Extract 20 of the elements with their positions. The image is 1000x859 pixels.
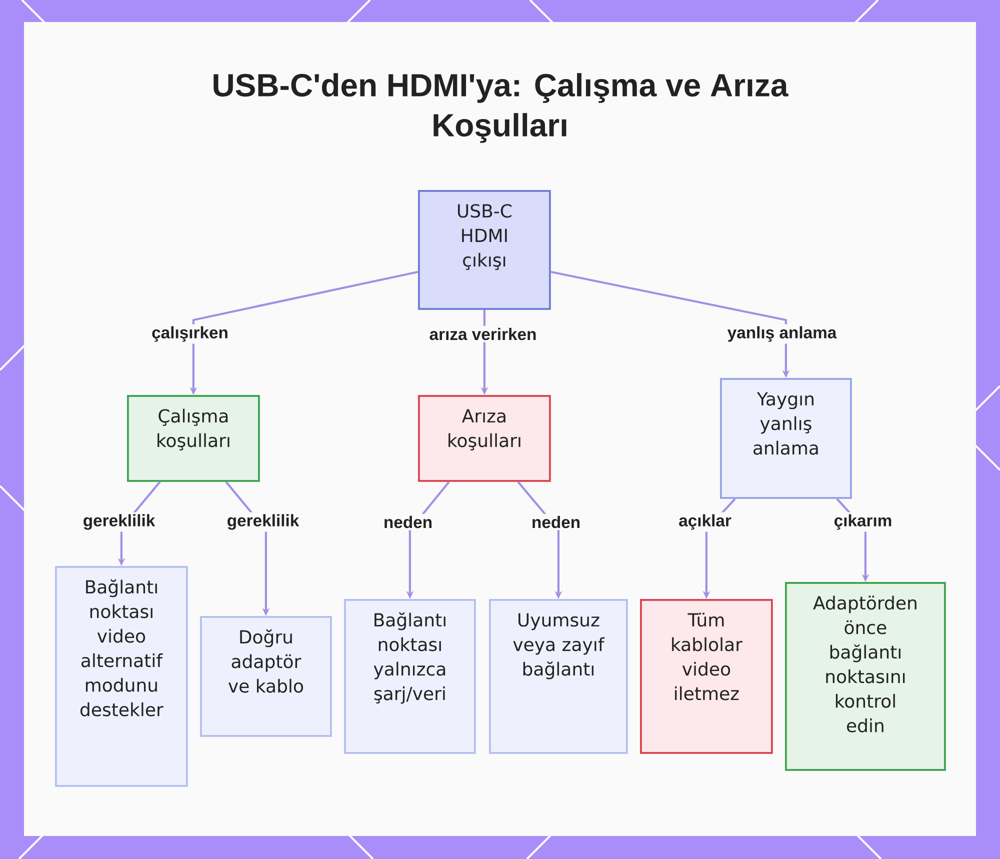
leaf-box: Adaptörden önce bağlantı noktasını kontrol edin [785,582,946,771]
title: USB-C'den HDMI'ya: Çalışma ve Arıza Koşulları [214,73,788,143]
edge-label: açıklar [676,512,734,532]
leaf-box: Bağlantı noktası yalnızca şarj/veri [344,599,476,754]
edge-label: çalışırken [150,324,230,344]
edge-label: neden [529,514,583,530]
branch-box: Arıza koşulları [418,395,551,482]
edge-label: yanlış anlama [725,324,839,344]
edge-label: gereklilik [80,512,158,532]
edge-label: arıza verirken [427,326,539,342]
branch-box: Çalışma koşulları [127,395,260,482]
edge-label: neden [381,514,435,530]
leaf-box: Uyumsuz veya zayıf bağlantı [489,599,628,754]
root-box: USB-C HDMI çıkışı [418,190,551,310]
edge-label: çıkarım [832,512,894,532]
leaf-box: Doğru adaptör ve kablo [200,616,332,737]
leaf-box: Bağlantı noktası video alternatif modunu destekler [55,566,188,787]
edge-label: gereklilik [224,512,302,532]
branch-box: Yaygın yanlış anlama [720,378,852,499]
leaf-box: Tüm kablolar video iletmez [640,599,773,754]
